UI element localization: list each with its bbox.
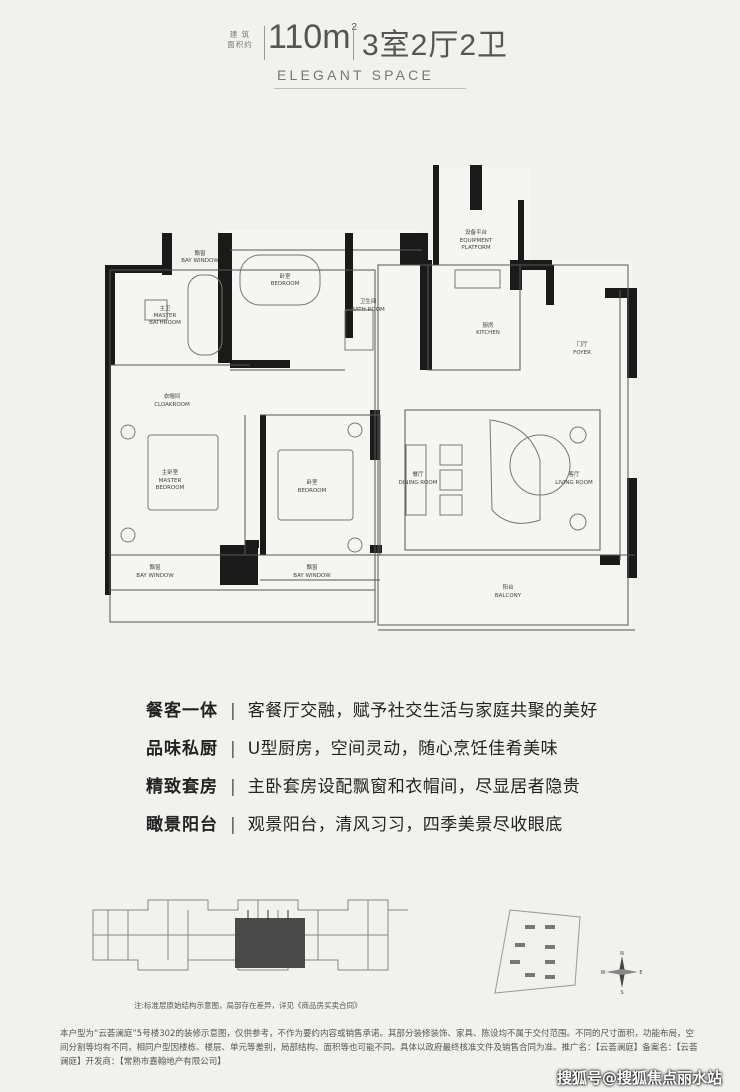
kitchen-label-en: KITCHEN [476, 330, 500, 336]
bay-window-top-label-en: BAY WINDOW [181, 258, 219, 264]
area-value: 110m2 [268, 18, 358, 56]
layout-type: 3室2厅2卫 [362, 29, 509, 62]
divider [353, 26, 354, 60]
compass-s: S [620, 990, 623, 994]
feature-row: 精致套房 | 主卧套房设配飘窗和衣帽间，尽显居者隐贵 [146, 772, 580, 797]
master-bath-label-en2: BATHROOM [149, 320, 181, 326]
foyer-label: 门厅 [576, 340, 588, 348]
building-key-plan [92, 899, 408, 971]
feature-value: 客餐厅交融，赋予社交生活与家庭共聚的美好 [247, 701, 598, 721]
feature-sep: | [230, 739, 236, 759]
feature-sep: | [230, 777, 236, 797]
master-bedroom-label-en2: BEDROOM [156, 485, 185, 491]
equipment-label: 设备平台 [465, 228, 488, 236]
bay-left-label: 飘窗 [149, 563, 161, 571]
area-label-line1: 建 筑 [229, 30, 251, 39]
bedroom-top-label: 卧室 [279, 272, 291, 280]
living-label-en: LIVING ROOM [555, 480, 593, 486]
master-bath-label-en: MASTER [154, 313, 177, 319]
unit-highlight [235, 918, 305, 968]
feature-row: 餐客一体 | 客餐厅交融，赋予社交生活与家庭共聚的美好 [146, 696, 598, 721]
feature-value: U型厨房，空间灵动，随心烹饪佳肴美味 [247, 739, 559, 759]
master-bath-label: 主卫 [159, 304, 171, 312]
compass-w: W [601, 970, 606, 976]
bay-window-top-label: 飘窗 [194, 249, 206, 257]
bedroom-mid-label: 卧室 [306, 478, 318, 486]
foyer-label-en: FOYER [573, 350, 591, 356]
feature-key: 瞰景阳台 [146, 815, 218, 835]
area-label-line2: 面积约 [227, 40, 253, 49]
compass-e: E [639, 970, 642, 976]
floor-plan: 设备平台 EQUIPMENT PLATFORM 飘窗 BAY WINDOW 卧室… [105, 165, 637, 631]
cloakroom-label: 衣帽间 [164, 392, 181, 400]
bathroom-label: 卫生间 [360, 297, 377, 305]
feature-row: 品味私厨 | U型厨房，空间灵动，随心烹饪佳肴美味 [146, 734, 558, 759]
bathroom-label-en: BATH ROOM [351, 307, 385, 313]
subtitle-underline [274, 88, 466, 89]
balcony-label: 阳台 [502, 583, 514, 591]
bay-mid-label-en: BAY WINDOW [293, 573, 331, 579]
cloakroom-label-en: CLOAKROOM [154, 402, 190, 408]
title-header: 建 筑 面积约 110m2 3室2厅2卫 [0, 14, 740, 70]
dining-label-en: DINING ROOM [399, 480, 438, 486]
site-note: 注:标准层原始结构示意图，局部存在差异，详见《商品房买卖合同》 [134, 1001, 362, 1010]
feature-sep: | [230, 815, 236, 835]
dining-label: 餐厅 [412, 470, 424, 478]
site-map [494, 909, 581, 994]
bay-mid-label: 飘窗 [306, 563, 318, 571]
bedroom-top-label-en: BEDROOM [271, 281, 300, 287]
feature-key: 餐客一体 [146, 701, 218, 721]
disclaimer: 本户型为“云荟澜庭”5号楼302的装修示意图，仅供参考，不作为要约内容或销售承诺… [60, 1029, 698, 1067]
bay-left-label-en: BAY WINDOW [136, 573, 174, 579]
divider [264, 26, 265, 60]
balcony-label-en: BALCONY [495, 593, 522, 599]
equipment-label-en2: PLATFORM [461, 245, 491, 251]
feature-sep: | [230, 701, 236, 721]
watermark: 搜狐号@搜狐焦点丽水站 [556, 1069, 722, 1087]
living-label: 客厅 [568, 470, 580, 478]
feature-key: 精致套房 [146, 777, 218, 797]
kitchen-label: 厨房 [482, 321, 494, 329]
compass-icon: N S E W [601, 951, 643, 994]
master-bedroom-label: 主卧室 [162, 468, 179, 476]
feature-value: 主卧套房设配飘窗和衣帽间，尽显居者隐贵 [247, 777, 581, 797]
bedroom-mid-label-en: BEDROOM [298, 488, 327, 494]
area-label: 建 筑 面积约 [222, 30, 258, 50]
feature-value: 观景阳台，清风习习，四季美景尽收眼底 [247, 815, 563, 835]
master-bedroom-label-en: MASTER [159, 478, 182, 484]
feature-key: 品味私厨 [146, 739, 218, 759]
compass-n: N [620, 951, 624, 957]
subtitle: ELEGANT SPACE [277, 67, 435, 83]
feature-row: 瞰景阳台 | 观景阳台，清风习习，四季美景尽收眼底 [146, 810, 563, 835]
equipment-label-en: EQUIPMENT [460, 238, 493, 244]
